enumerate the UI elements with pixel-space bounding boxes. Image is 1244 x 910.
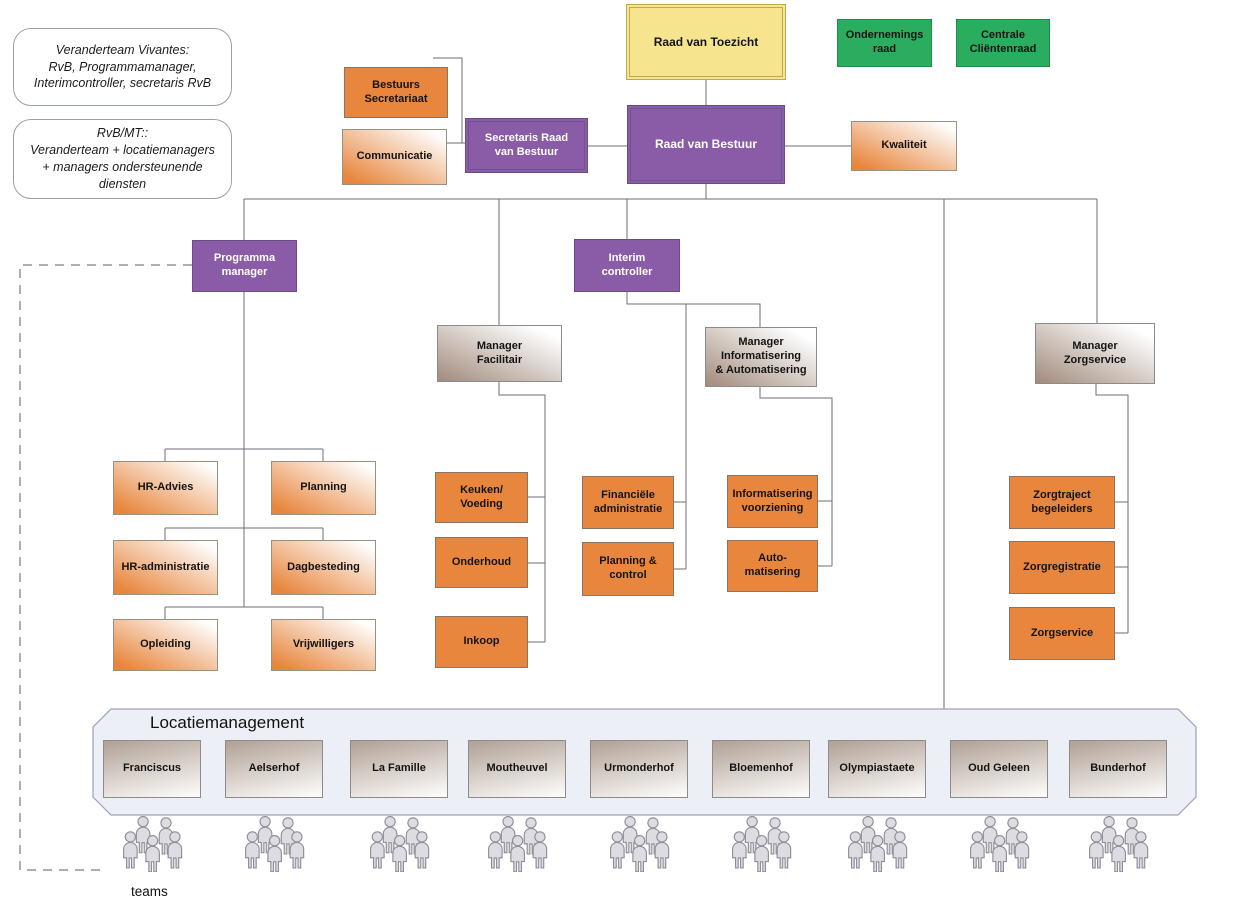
box-hr-advies: HR-Advies [113,461,218,515]
box-location-urmonderhof: Urmonderhof [590,740,688,798]
box-location-bunderhof: Bunderhof [1069,740,1167,798]
box-location-la-famille: La Famille [350,740,448,798]
connector-control [626,292,761,570]
team-people-icon [116,816,188,872]
team-people-icon [725,816,797,872]
connector-facilitair [498,382,546,643]
box-kwaliteit: Kwaliteit [851,121,957,171]
dashed-teams-line [19,264,192,871]
box-informatisering-voorziening: Informatisering voorziening [727,475,818,528]
box-interim-controller: Interim controller [574,239,680,292]
locatiemanagement-title: Locatiemanagement [150,713,305,732]
box-vrijwilligers: Vrijwilligers [271,619,376,671]
box-planning-control: Planning & control [582,542,674,596]
box-centrale-clientenraad: Centrale Cliëntenraad [956,19,1050,67]
box-location-oud-geleen: Oud Geleen [950,740,1048,798]
team-people-icon [481,816,553,872]
box-manager-zorgservice: Manager Zorgservice [1035,323,1155,384]
box-location-aelserhof: Aelserhof [225,740,323,798]
teams-label: teams [131,884,168,899]
box-planning: Planning [271,461,376,515]
team-people-icon [363,816,435,872]
team-people-icon [238,816,310,872]
connector-informatisering [759,387,833,567]
box-financiele-administratie: Financiële administratie [582,476,674,529]
box-zorgtraject-begeleiders: Zorgtraject begeleiders [1009,476,1115,529]
box-location-bloemenhof: Bloemenhof [712,740,810,798]
box-location-moutheuvel: Moutheuvel [468,740,566,798]
connector-pm [164,292,324,619]
box-keuken-voeding: Keuken/ Voeding [435,472,528,523]
box-raad-van-toezicht: Raad van Toezicht [626,4,786,80]
box-onderhoud: Onderhoud [435,537,528,588]
box-programma-manager: Programma manager [192,240,297,292]
box-dagbesteding: Dagbesteding [271,540,376,595]
connector-zorg [1095,384,1129,634]
box-secretaris-rvb: Secretaris Raad van Bestuur [465,118,588,173]
box-location-franciscus: Franciscus [103,740,201,798]
box-communicatie: Communicatie [342,129,447,185]
team-people-icon [603,816,675,872]
box-manager-facilitair: Manager Facilitair [437,325,562,382]
box-automatisering: Auto- matisering [727,540,818,592]
team-people-icon [963,816,1035,872]
team-people-icon [841,816,913,872]
box-zorgregistratie: Zorgregistratie [1009,541,1115,594]
box-bestuurs-secretariaat: Bestuurs Secretariaat [344,67,448,118]
box-zorgservice: Zorgservice [1009,607,1115,660]
box-hr-administratie: HR-administratie [113,540,218,595]
note-rvb-mt: RvB/MT:: Veranderteam + locatiemanagers … [13,119,232,199]
team-people-icon [1082,816,1154,872]
note-veranderteam: Veranderteam Vivantes: RvB, Programmaman… [13,28,232,106]
box-manager-informatisering: Manager Informatisering & Automatisering [705,327,817,387]
box-inkoop: Inkoop [435,616,528,668]
connector-top [243,57,1098,709]
box-raad-van-bestuur: Raad van Bestuur [627,105,785,184]
box-opleiding: Opleiding [113,619,218,671]
box-location-olympiastaete: Olympiastaete [828,740,926,798]
box-ondernemingsraad: Ondernemings raad [837,19,932,67]
